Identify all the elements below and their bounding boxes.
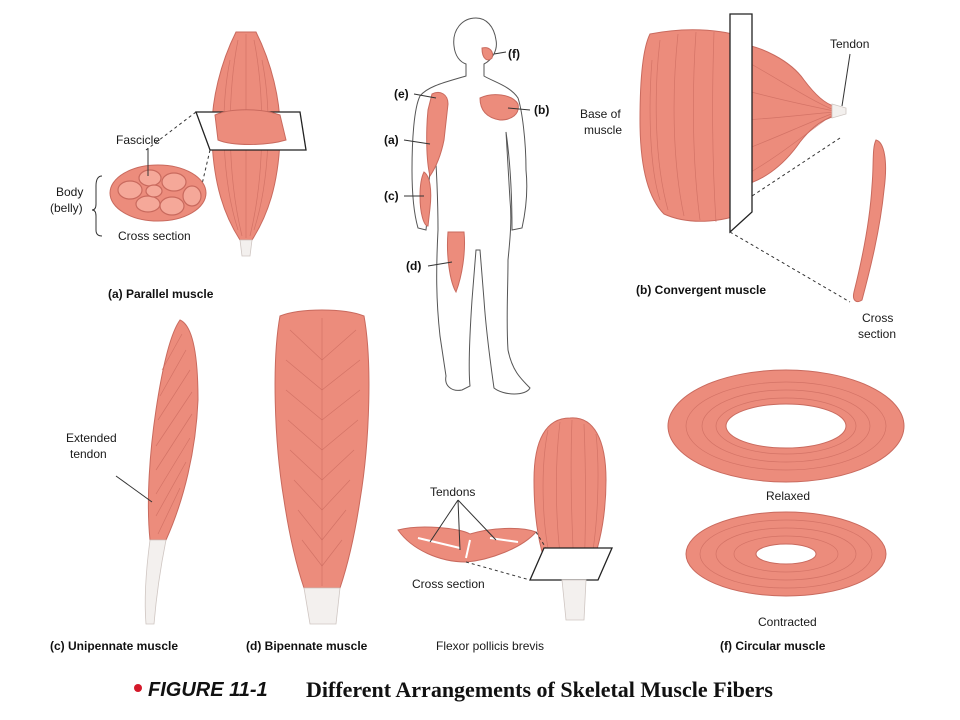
convergent-muscle-caption: (b) Convergent muscle [636, 283, 766, 297]
base-of-muscle-label: Base of [580, 107, 621, 121]
convergent-cross-section [853, 139, 887, 303]
contracted-label: Contracted [758, 615, 817, 629]
unipennate-muscle-panel: Extended tendon (c) Unipennate muscle [50, 319, 199, 653]
body-map-thigh [447, 231, 465, 294]
relaxed-label: Relaxed [766, 489, 810, 503]
body-belly-label: Body [56, 185, 83, 199]
bipennate-muscle-caption: (d) Bipennate muscle [246, 639, 368, 653]
bipennate-muscle-illustration [274, 309, 370, 625]
circular-muscle-caption: (f) Circular muscle [720, 639, 826, 653]
figure-number: FIGURE 11-1 [148, 679, 268, 701]
multipennate-muscle-panel: Tendons Cross section Flexor pollicis br… [397, 417, 613, 653]
body-map-panel: (f) (e) (b) (a) (c) (d) [384, 17, 549, 395]
body-belly-label-line2: (belly) [50, 201, 83, 215]
body-map-upper-arm [426, 91, 449, 178]
figure-title: FIGURE 11-1 Different Arrangements of Sk… [134, 677, 773, 702]
flexor-pollicis-brevis-caption: Flexor pollicis brevis [436, 639, 544, 653]
body-map-label-e: (e) [394, 87, 409, 101]
cross-section-label: Cross [862, 311, 893, 325]
title-bullet-icon [134, 684, 142, 692]
body-map-label-a: (a) [384, 133, 399, 147]
body-map-mouth [481, 47, 493, 61]
body-map-forearm [419, 171, 432, 227]
circular-muscle-panel: Relaxed Contracted (f) Circular muscle [667, 369, 905, 653]
parallel-muscle-illustration [109, 31, 307, 257]
circular-muscle-relaxed [667, 369, 905, 483]
body-map-label-b: (b) [534, 103, 549, 117]
convergent-muscle-panel: Tendon Base of muscle (b) Convergent mus… [580, 13, 896, 341]
convergent-muscle-illustration [639, 13, 847, 234]
tendon-label: Tendon [830, 37, 869, 51]
unipennate-muscle-illustration [144, 319, 199, 625]
parallel-cross-section-label: Cross section [118, 229, 191, 243]
figure-title-text: Different Arrangements of Skeletal Muscl… [306, 677, 773, 702]
cross-section-label-line2: section [858, 327, 896, 341]
bipennate-muscle-panel: (d) Bipennate muscle [246, 309, 370, 653]
body-map-label-c: (c) [384, 189, 399, 203]
tendons-label: Tendons [430, 485, 475, 499]
extended-tendon-label-line2: tendon [70, 447, 107, 461]
parallel-muscle-panel: Fascicle Body (belly) Cross section (a) … [50, 31, 307, 301]
multipennate-cross-section-label: Cross section [412, 577, 485, 591]
parallel-muscle-caption: (a) Parallel muscle [108, 287, 214, 301]
multipennate-muscle-illustration [397, 417, 613, 621]
base-of-muscle-label-line2: muscle [584, 123, 622, 137]
body-map-label-d: (d) [406, 259, 421, 273]
fascicle-label: Fascicle [116, 133, 160, 147]
extended-tendon-label: Extended [66, 431, 117, 445]
body-map-label-f: (f) [508, 47, 520, 61]
body-map-pectoral [479, 94, 519, 121]
unipennate-muscle-caption: (c) Unipennate muscle [50, 639, 178, 653]
circular-muscle-contracted [685, 511, 887, 597]
